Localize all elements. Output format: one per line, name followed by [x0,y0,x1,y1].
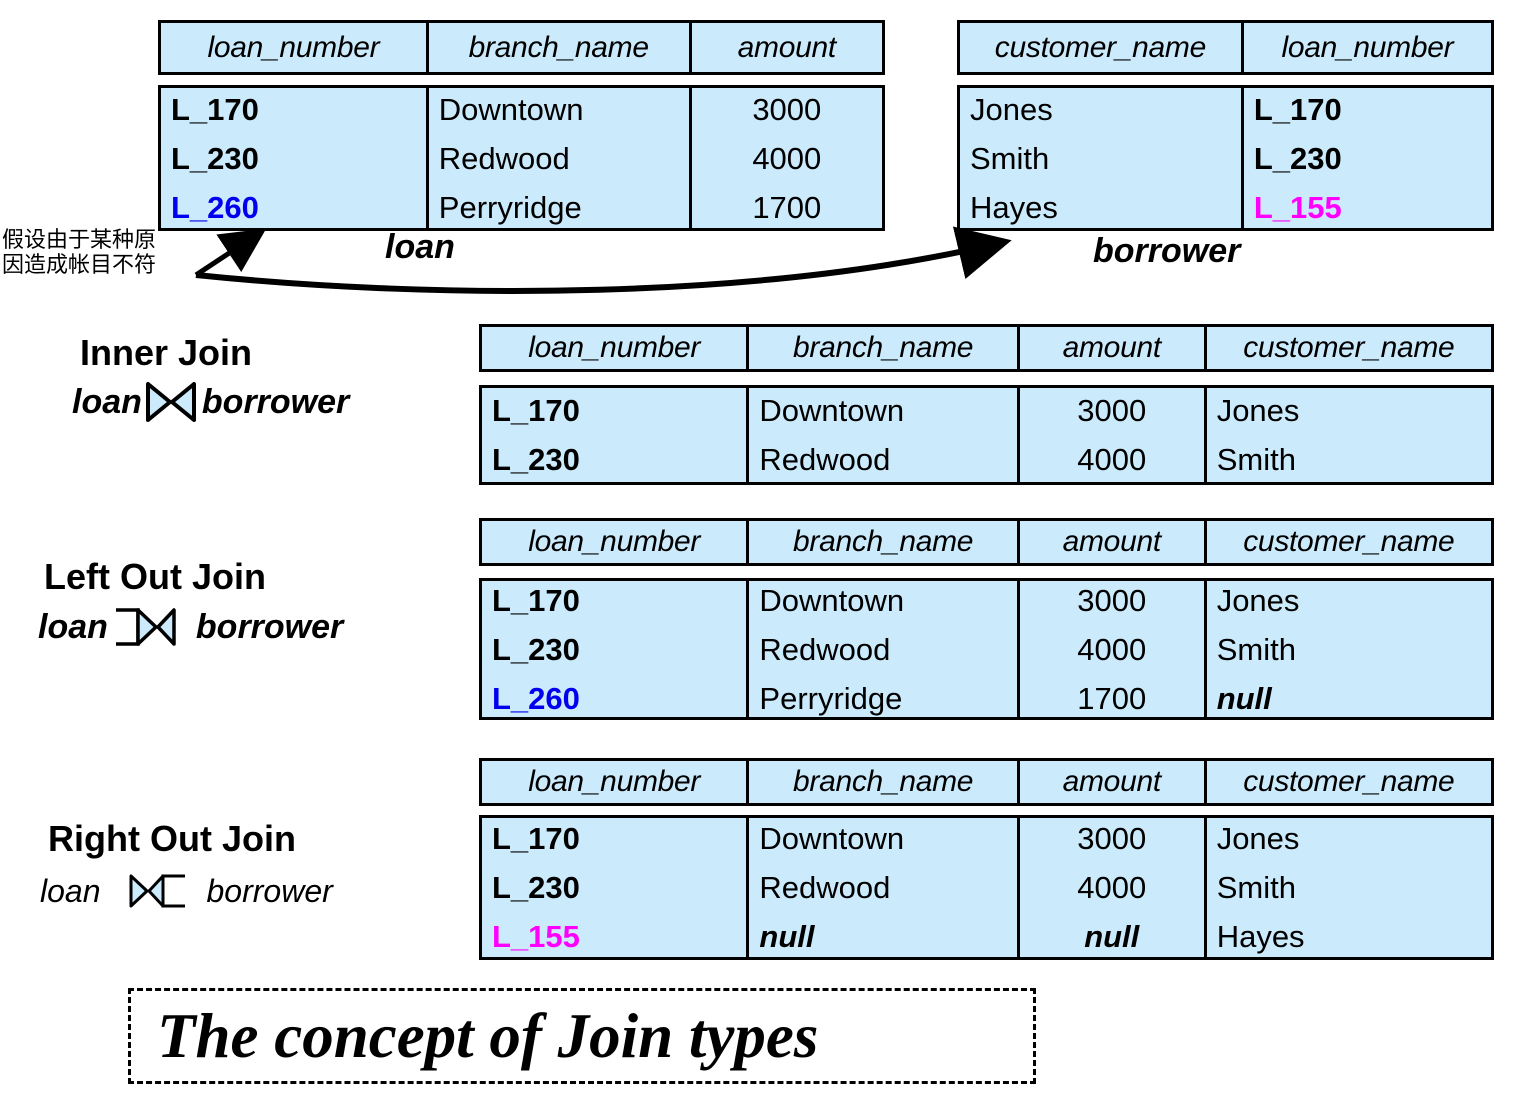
left-out-join-left-operand: loan [38,607,108,646]
borrower-header-loan-number: loan_number [1281,30,1454,64]
inner-join-cell-customer-name-0: Jones [1216,393,1300,428]
inner-join-header-customer-name: customer_name [1243,331,1455,364]
right-out-join-header-amount: amount [1062,765,1162,798]
section-title-inner-join: Inner Join [80,332,253,373]
right-out-join-cell-customer-name-0: Jones [1216,821,1300,856]
left-out-join-cell-customer-name-2: null [1216,680,1272,716]
loan-header-branch-name: branch_name [468,30,649,64]
borrower-table-header: customer_name loan_number [957,20,1494,75]
left-out-join-cell-loan-number-2: L_260 [492,680,580,716]
left-out-join-cell-branch-name-0: Downtown [759,582,905,618]
loan-cell-loan-number-1: L_230 [171,140,259,176]
loan-cell-branch-name-1: Redwood [438,140,570,176]
right-out-join-cell-loan-number-0: L_170 [492,821,580,856]
left-outer-bowtie-icon [115,608,176,646]
left-out-join-cell-branch-name-2: Perryridge [759,680,903,716]
left-out-join-cell-customer-name-1: Smith [1216,631,1296,667]
arrow-to-borrower-row [195,226,1012,294]
inner-join-header-loan-number: loan_number [528,331,701,364]
borrower-cell-customer-name-1: Smith [970,140,1050,176]
left-out-join-body: L_170 L_230 L_260 Downtown Redwood Perry… [479,578,1494,720]
loan-cell-branch-name-0: Downtown [438,91,584,127]
right-out-join-cell-branch-name-1: Redwood [759,870,891,905]
right-out-join-cell-branch-name-0: Downtown [759,821,905,856]
loan-cell-loan-number-0: L_170 [171,91,259,127]
borrower-table-caption: borrower [1093,232,1241,270]
loan-cell-loan-number-2: L_260 [171,189,259,225]
left-out-join-cell-branch-name-1: Redwood [759,631,891,667]
right-out-join-cell-amount-2: null [1084,919,1140,954]
inner-join-header: loan_number branch_name amount customer_… [479,324,1494,372]
loan-cell-amount-1: 4000 [752,140,822,176]
right-out-join-header-customer-name: customer_name [1243,765,1455,798]
right-out-join-right-operand: borrower [206,872,333,909]
inner-join-cell-amount-1: 4000 [1077,442,1147,477]
right-out-join-cell-amount-1: 4000 [1077,870,1147,905]
expression-right-out-join: loan borrower [40,866,333,916]
borrower-cell-loan-number-0: L_170 [1253,91,1342,127]
left-out-join-header-branch-name: branch_name [793,525,974,558]
inner-join-header-branch-name: branch_name [793,331,974,364]
inner-join-cell-branch-name-1: Redwood [759,442,891,477]
inner-join-left-operand: loan [72,382,142,421]
section-title-right-out-join: Right Out Join [48,818,296,859]
loan-table-header: loan_number branch_name amount [158,20,885,75]
chinese-annotation-line-1: 假设由于某种原 [2,228,157,253]
right-out-join-body: L_170 L_230 L_155 Downtown Redwood null … [479,815,1494,960]
inner-join-cell-amount-0: 3000 [1077,393,1147,428]
right-out-join-cell-customer-name-2: Hayes [1216,919,1305,954]
inner-join-body: L_170 L_230 Downtown Redwood 3000 4000 J… [479,385,1494,485]
expression-inner-join: loan borrower [72,378,349,426]
arrow-to-loan-row [194,228,267,278]
inner-join-cell-branch-name-0: Downtown [759,393,905,428]
left-out-join-right-operand: borrower [195,607,344,646]
left-out-join-cell-amount-1: 4000 [1077,631,1147,667]
inner-join-right-operand: borrower [201,382,350,421]
expression-left-out-join: loan borrower [38,602,343,652]
right-out-join-left-operand: loan [40,872,101,909]
right-out-join-cell-loan-number-2: L_155 [492,919,580,954]
page-title: The concept of Join types [157,1000,819,1071]
right-out-join-header-branch-name: branch_name [793,765,974,798]
left-out-join-header-amount: amount [1062,525,1162,558]
left-out-join-cell-loan-number-0: L_170 [492,582,580,618]
inner-join-cell-customer-name-1: Smith [1216,442,1296,477]
loan-cell-amount-2: 1700 [752,189,822,225]
bowtie-icon [145,382,196,422]
inner-join-cell-loan-number-1: L_230 [492,442,580,477]
right-out-join-header-loan-number: loan_number [528,765,701,798]
loan-header-loan-number: loan_number [207,30,380,64]
left-out-join-cell-loan-number-1: L_230 [492,631,580,667]
right-out-join-cell-loan-number-1: L_230 [492,870,580,905]
chinese-annotation: 假设由于某种原 因造成帐目不符 [2,228,156,278]
borrower-table-body: Jones Smith Hayes L_170 L_230 L_155 [957,85,1494,231]
left-out-join-header: loan_number branch_name amount customer_… [479,518,1494,566]
right-outer-bowtie-icon [129,874,185,908]
left-out-join-cell-amount-2: 1700 [1077,680,1147,716]
loan-table-body: L_170 L_230 L_260 Downtown Redwood Perry… [158,85,885,231]
bottom-title-box: The concept of Join types [128,988,1036,1084]
right-out-join-cell-customer-name-1: Smith [1216,870,1296,905]
right-out-join-cell-branch-name-2: null [759,919,815,954]
borrower-cell-customer-name-2: Hayes [970,189,1058,225]
section-title-left-out-join: Left Out Join [44,556,266,597]
loan-cell-branch-name-2: Perryridge [438,189,582,225]
borrower-cell-loan-number-2: L_155 [1253,189,1342,225]
borrower-header-customer-name: customer_name [994,30,1207,64]
loan-cell-amount-0: 3000 [752,91,822,127]
borrower-cell-customer-name-0: Jones [970,91,1053,127]
inner-join-header-amount: amount [1062,331,1162,364]
right-out-join-cell-amount-0: 3000 [1077,821,1147,856]
left-out-join-header-loan-number: loan_number [528,525,701,558]
left-out-join-cell-customer-name-0: Jones [1216,582,1300,618]
loan-table-caption: loan [385,228,455,266]
left-out-join-header-customer-name: customer_name [1243,525,1455,558]
borrower-cell-loan-number-1: L_230 [1253,140,1342,176]
chinese-annotation-line-2: 因造成帐目不符 [2,253,157,278]
right-out-join-header: loan_number branch_name amount customer_… [479,758,1494,806]
left-out-join-cell-amount-0: 3000 [1077,582,1147,618]
inner-join-cell-loan-number-0: L_170 [492,393,580,428]
loan-header-amount: amount [737,30,837,64]
